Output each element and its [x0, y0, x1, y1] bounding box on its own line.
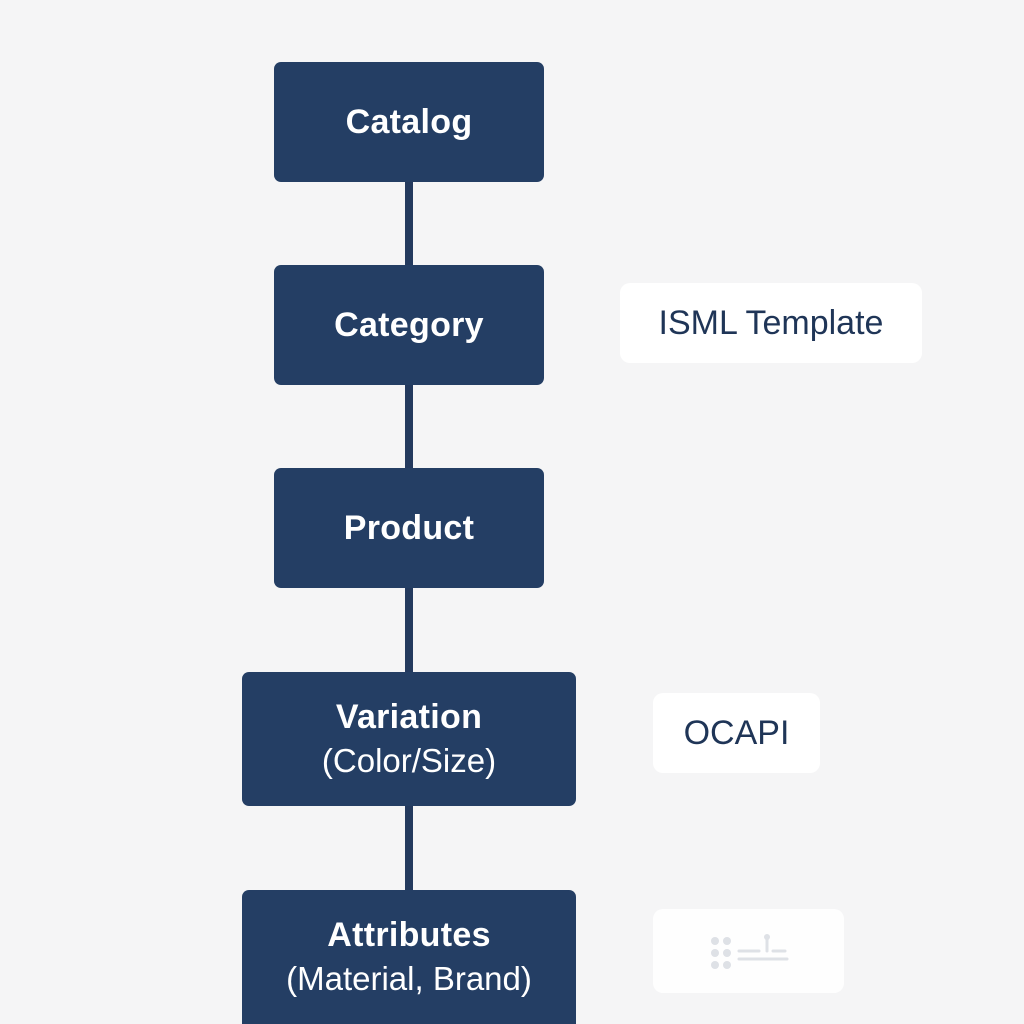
faded-card [653, 909, 844, 993]
node-attributes: Attributes (Material, Brand) [242, 890, 576, 1024]
tag-isml-template: ISML Template [620, 283, 922, 363]
connector-catalog-category [405, 180, 413, 268]
tag-ocapi: OCAPI [653, 693, 820, 773]
connector-category-product [405, 383, 413, 471]
node-product-title: Product [343, 508, 475, 547]
faded-diagram-icon [710, 934, 788, 969]
node-attributes-title: Attributes [327, 915, 491, 954]
node-attributes-subtitle: (Material, Brand) [286, 959, 532, 997]
node-catalog-title: Catalog [345, 102, 473, 141]
node-product: Product [274, 468, 544, 588]
connector-variation-attributes [405, 804, 413, 892]
node-variation-title: Variation [335, 697, 483, 736]
connector-product-variation [405, 586, 413, 674]
tag-ocapi-label: OCAPI [683, 713, 790, 752]
node-category-title: Category [334, 305, 484, 344]
tag-isml-template-label: ISML Template [658, 303, 884, 342]
node-variation-subtitle: (Color/Size) [321, 741, 497, 779]
node-variation: Variation (Color/Size) [242, 672, 576, 806]
node-category: Category [274, 265, 544, 385]
node-catalog: Catalog [274, 62, 544, 182]
